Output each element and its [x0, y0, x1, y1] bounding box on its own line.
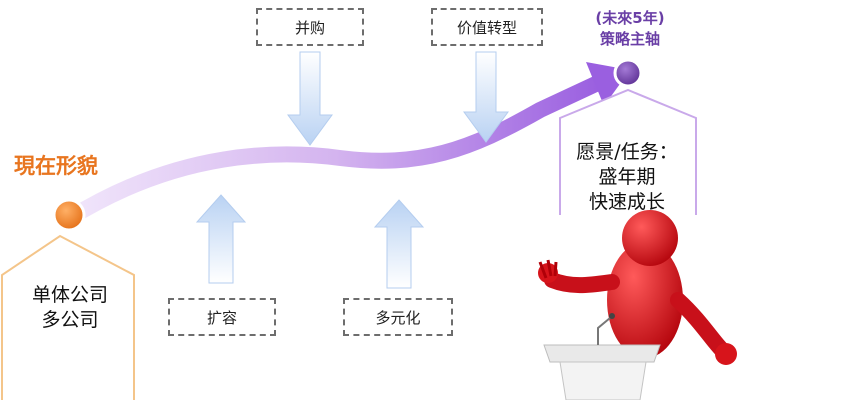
up-arrow-icon: [373, 199, 425, 289]
vision-line: 愿景/任务：: [576, 141, 678, 163]
current-state-line: 单体公司: [31, 284, 108, 306]
driver-box-expansion: 扩容: [168, 298, 276, 336]
strategy-heading: (未來5年) 策略主轴: [575, 8, 685, 50]
driver-label: 并购: [294, 18, 325, 37]
vision-line: 盛年期: [598, 166, 656, 188]
up-arrow-icon: [195, 194, 247, 284]
driver-label: 价值转型: [456, 18, 517, 37]
strategy-vision: 愿景/任务： 盛年期 快速成长: [562, 140, 692, 215]
strategy-callout-outline: [559, 88, 697, 215]
current-state-list: 单体公司 多公司: [6, 283, 134, 333]
vision-line: 快速成长: [588, 191, 665, 213]
current-state-title: 現在形貌: [14, 154, 98, 178]
down-arrow-icon: [463, 51, 509, 143]
driver-label: 扩容: [206, 308, 237, 327]
driver-box-merger: 并购: [256, 8, 364, 46]
current-callout-outline: [1, 234, 135, 400]
driver-label: 多元化: [375, 308, 421, 327]
start-node: [52, 198, 86, 232]
strategy-title: 策略主轴: [599, 30, 660, 48]
growth-curve: [62, 74, 608, 226]
end-node: [613, 58, 643, 88]
strategy-timeframe: (未來5年): [595, 9, 665, 27]
current-state-line: 多公司: [41, 309, 99, 331]
person-at-podium-icon: [538, 210, 737, 400]
down-arrow-icon: [287, 51, 333, 146]
driver-box-diversification: 多元化: [343, 298, 453, 336]
driver-box-value-transform: 价值转型: [431, 8, 543, 46]
